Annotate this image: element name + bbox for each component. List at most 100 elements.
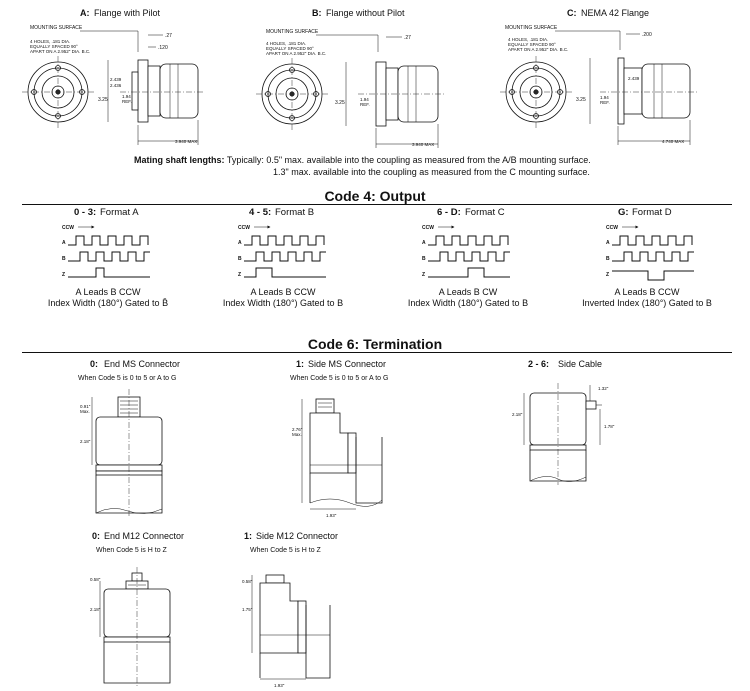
svg-text:0:: 0: <box>92 531 100 541</box>
flange-a-drawing: MOUNTING SURFACE 4 HOLES, .181 DIA. EQUA… <box>22 25 205 145</box>
svg-text:0:: 0: <box>90 359 98 369</box>
svg-text:2.439: 2.439 <box>110 77 122 82</box>
svg-text:When Code 5 is 0 to 5 or A to: When Code 5 is 0 to 5 or A to G <box>290 375 388 382</box>
svg-text:Side MS Connector: Side MS Connector <box>308 359 386 369</box>
format-b-caption-2: Index Width (180°) Gated to B <box>223 298 343 308</box>
format-a: 0 - 3: Format A CCW A B Z <box>62 207 150 278</box>
svg-text:B: B <box>422 256 426 262</box>
flange-c-letter: C: <box>567 8 577 18</box>
svg-text:3.25: 3.25 <box>335 100 345 106</box>
svg-text:Max.: Max. <box>292 432 302 437</box>
mating-line-1: Typically: 0.5" max. available into the … <box>226 155 591 165</box>
svg-text:2.18": 2.18" <box>90 607 101 612</box>
flange-a-letter: A: <box>80 8 90 18</box>
svg-text:2.18": 2.18" <box>80 439 91 444</box>
svg-text:EQUALLY SPACED 90°: EQUALLY SPACED 90° <box>266 46 314 51</box>
svg-text:.200: .200 <box>642 32 652 38</box>
side-ms-connector: 1: Side MS Connector When Code 5 is 0 to… <box>290 359 388 518</box>
mating-label: Mating shaft lengths: <box>134 155 225 165</box>
termination-heading: Code 6: Termination <box>307 336 443 352</box>
svg-text:1:: 1: <box>244 531 252 541</box>
svg-text:End MS Connector: End MS Connector <box>104 359 180 369</box>
svg-text:MOUNTING SURFACE: MOUNTING SURFACE <box>505 25 558 31</box>
svg-text:1.75": 1.75" <box>242 607 253 612</box>
svg-text:.27: .27 <box>165 33 172 39</box>
format-d-code: G: <box>618 207 629 218</box>
svg-text:2.18": 2.18" <box>512 412 523 417</box>
svg-text:When Code 5 is 0 to 5 or A to: When Code 5 is 0 to 5 or A to G <box>78 375 176 382</box>
format-d: G: Format D CCW A B Z <box>606 207 694 281</box>
svg-text:CCW: CCW <box>606 225 618 231</box>
svg-text:.120: .120 <box>158 45 168 51</box>
svg-text:4 HOLES, .181 DIA.: 4 HOLES, .181 DIA. <box>508 37 548 42</box>
output-waveforms: 0 - 3: Format A CCW A B Z 4 - 5: Format … <box>48 207 712 308</box>
svg-text:CCW: CCW <box>62 225 74 231</box>
svg-text:1.93": 1.93" <box>274 683 285 688</box>
svg-text:A: A <box>62 240 66 246</box>
svg-text:REF.: REF. <box>122 99 132 104</box>
end-m12-connector: 0: End M12 Connector When Code 5 is H to… <box>90 531 184 688</box>
format-a-caption-2: Index Width (180°) Gated to B̄ <box>48 298 168 308</box>
svg-text:3.25: 3.25 <box>576 97 586 103</box>
svg-text:When Code 5 is H to Z: When Code 5 is H to Z <box>250 547 322 554</box>
format-c-name: Format C <box>465 207 505 218</box>
end-ms-connector: 0: End MS Connector When Code 5 is 0 to … <box>78 359 180 518</box>
side-cable: 2 - 6: Side Cable 2.18" 1.32" 1.78" <box>512 359 615 485</box>
svg-text:.27: .27 <box>404 35 411 41</box>
svg-text:A: A <box>422 240 426 246</box>
svg-text:2.436: 2.436 <box>110 83 122 88</box>
svg-text:0.58": 0.58" <box>90 577 101 582</box>
svg-text:2 - 6:: 2 - 6: <box>528 359 549 369</box>
svg-text:B: B <box>62 256 66 262</box>
svg-text:Side M12 Connector: Side M12 Connector <box>256 531 338 541</box>
svg-text:4 HOLES, .181 DIA.: 4 HOLES, .181 DIA. <box>30 39 70 44</box>
flange-a-mounting-label: MOUNTING SURFACE <box>30 25 83 31</box>
svg-text:B: B <box>238 256 242 262</box>
svg-text:APART ON A 2.952" DIA. B.C.: APART ON A 2.952" DIA. B.C. <box>508 47 568 52</box>
format-b-name: Format B <box>275 207 314 218</box>
svg-text:Side Cable: Side Cable <box>558 359 602 369</box>
format-a-caption-1: A Leads B CCW <box>75 287 141 297</box>
svg-text:MOUNTING SURFACE: MOUNTING SURFACE <box>266 29 319 35</box>
svg-text:REF.: REF. <box>360 102 370 107</box>
format-b-caption-1: A Leads B CCW <box>250 287 316 297</box>
format-a-name: Format A <box>100 207 139 218</box>
svg-text:1.32": 1.32" <box>598 386 609 391</box>
svg-text:Z: Z <box>606 272 609 278</box>
svg-text:1.94: 1.94 <box>600 95 609 100</box>
termination-divider <box>22 352 732 353</box>
svg-text:0.91": 0.91" <box>80 404 91 409</box>
flange-c-title: NEMA 42 Flange <box>581 8 649 18</box>
side-m12-connector: 1: Side M12 Connector When Code 5 is H t… <box>242 531 338 688</box>
svg-text:0.58": 0.58" <box>242 579 253 584</box>
svg-text:APART ON A 2.952" DIA. B.C.: APART ON A 2.952" DIA. B.C. <box>30 49 90 54</box>
svg-text:3.25: 3.25 <box>98 97 108 103</box>
flange-c-drawing: MOUNTING SURFACE 4 HOLES, .181 DIA. EQUA… <box>500 25 698 145</box>
format-c-caption-1: A Leads B CW <box>439 287 498 297</box>
svg-text:1.93": 1.93" <box>326 513 337 518</box>
svg-text:3.940 MAX: 3.940 MAX <box>175 139 197 144</box>
svg-text:2.76": 2.76" <box>292 427 303 432</box>
format-c-code: 6 - D: <box>437 207 461 218</box>
output-divider <box>22 204 732 205</box>
format-b: 4 - 5: Format B CCW A B Z <box>238 207 326 278</box>
svg-text:1:: 1: <box>296 359 304 369</box>
format-c-caption-2: Index Width (180°) Gated to B <box>408 298 528 308</box>
flange-b-title: Flange without Pilot <box>326 8 405 18</box>
format-d-caption-1: A Leads B CCW <box>614 287 680 297</box>
format-d-name: Format D <box>632 207 672 218</box>
format-a-code: 0 - 3: <box>74 207 96 218</box>
svg-text:EQUALLY SPACED 90°: EQUALLY SPACED 90° <box>508 42 556 47</box>
svg-text:B: B <box>606 256 610 262</box>
svg-text:1.94: 1.94 <box>360 97 369 102</box>
svg-text:1.94: 1.94 <box>122 94 131 99</box>
svg-text:Z: Z <box>422 272 425 278</box>
mating-line-2: 1.3" max. available into the coupling as… <box>273 167 590 177</box>
svg-text:End M12 Connector: End M12 Connector <box>104 531 184 541</box>
svg-text:A: A <box>606 240 610 246</box>
svg-text:EQUALLY SPACED 90°: EQUALLY SPACED 90° <box>30 44 78 49</box>
mating-shaft-note: Mating shaft lengths: Typically: 0.5" ma… <box>134 155 591 165</box>
output-heading: Code 4: Output <box>324 188 426 204</box>
format-c: 6 - D: Format C CCW A B Z <box>422 207 510 278</box>
flange-b-drawing: MOUNTING SURFACE 4 HOLES, .181 DIA. EQUA… <box>256 29 445 148</box>
